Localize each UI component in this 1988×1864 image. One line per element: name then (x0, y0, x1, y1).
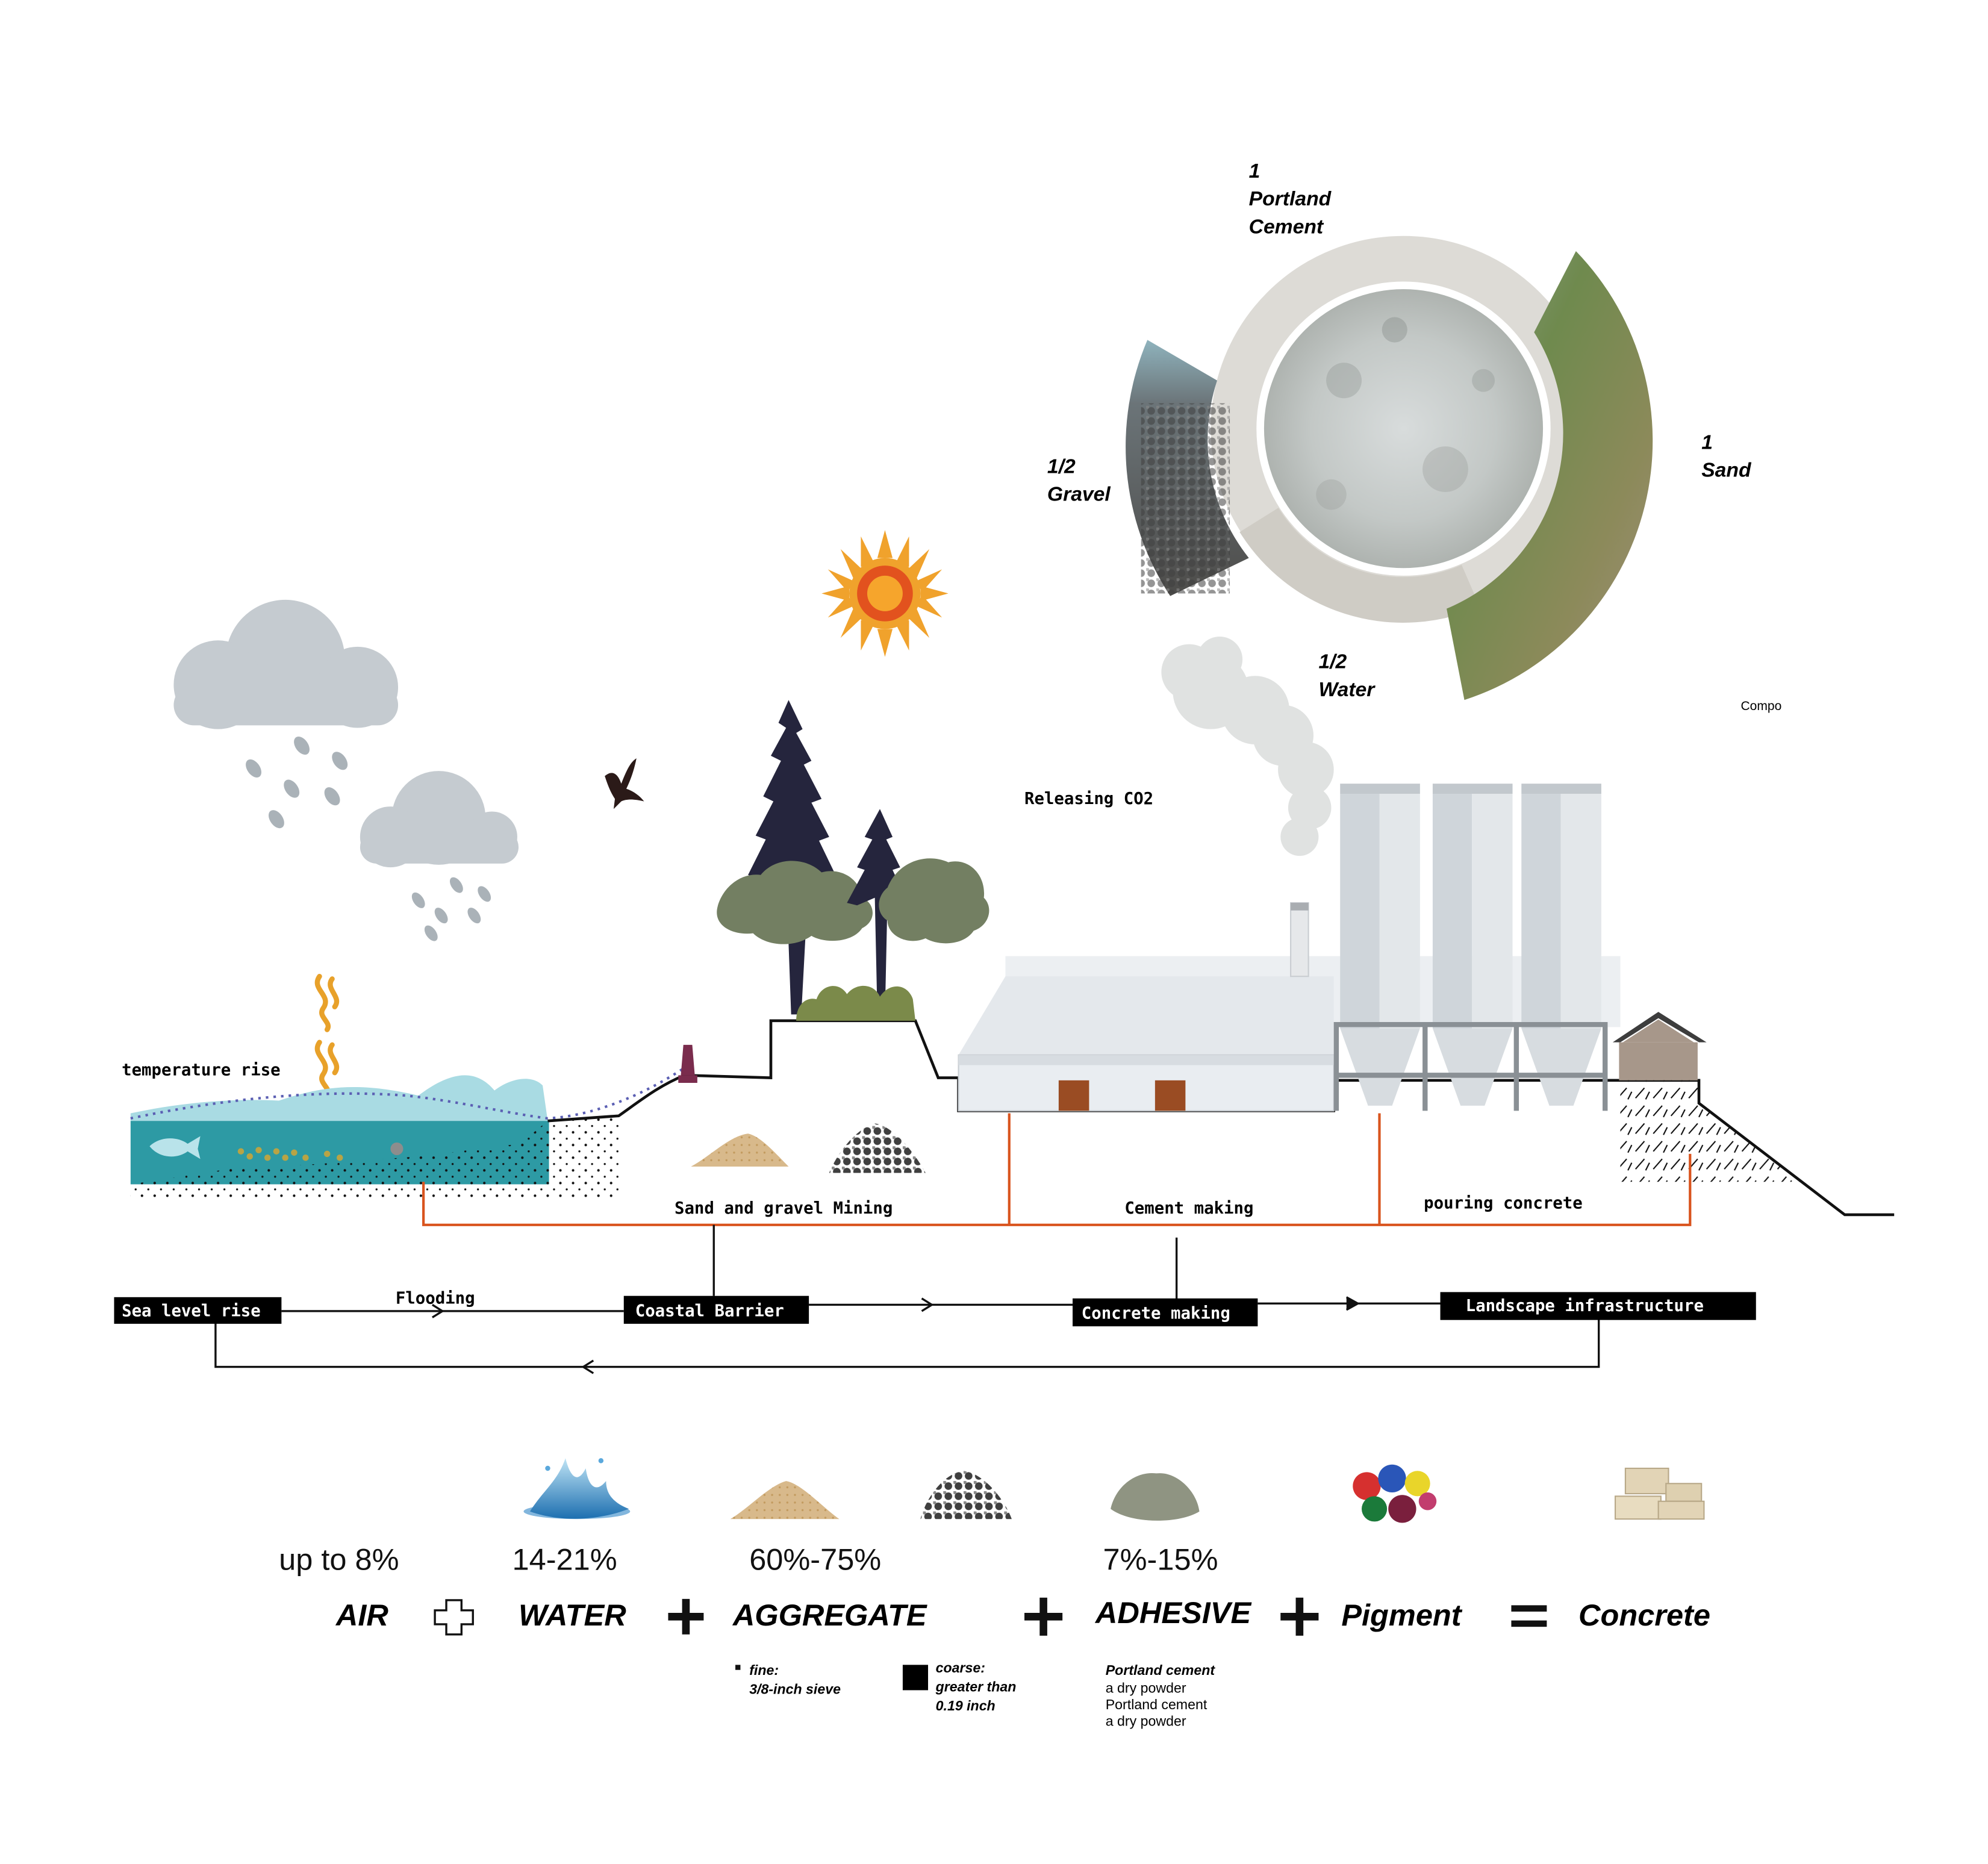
aggregate-percentage: 60%-75% (749, 1542, 881, 1576)
adhesive-percentage: 7%-15% (1103, 1542, 1218, 1576)
temperature-rise-label: temperature rise (122, 1061, 281, 1079)
plus-outline-icon (435, 1600, 473, 1635)
landscape-infrastructure-node: Landscape infrastructure (1441, 1292, 1756, 1320)
coastal-barrier-label: Coastal Barrier (635, 1301, 784, 1320)
silo-3 (1521, 784, 1601, 1106)
concrete-making-label: Concrete making (1082, 1304, 1230, 1323)
adhesive-notes: Portland cement a dry powder Portland ce… (1106, 1662, 1216, 1728)
cement-making-label: Cement making (1124, 1199, 1253, 1218)
silo-1 (1340, 784, 1420, 1106)
rain-cloud-small-icon (360, 771, 519, 867)
silo-2 (1433, 784, 1513, 1106)
equals-icon (1511, 1605, 1547, 1627)
adhesive-note-line: a dry powder (1106, 1680, 1186, 1696)
factory-door-right (1155, 1080, 1186, 1111)
forest (717, 700, 989, 1021)
sand-label: 1 Sand (1701, 431, 1752, 481)
flooding-label: Flooding (396, 1289, 475, 1308)
coastal-barrier-node: Coastal Barrier (624, 1296, 809, 1324)
shrubs-icon (796, 986, 915, 1021)
sea-section (131, 1068, 685, 1199)
recipe-terms: AIR WATER AGGREGATE ADHESIVE Pigment Con… (335, 1595, 1710, 1632)
silos (1336, 784, 1605, 1111)
house-icon (1613, 1012, 1707, 1080)
plus-icon (1024, 1598, 1062, 1636)
releasing-co2-label: Releasing CO2 (1024, 790, 1153, 808)
coarse-note: coarse: greater than 0.19 inch (935, 1660, 1020, 1713)
coarse-size-square (903, 1665, 928, 1690)
raindrops-small-icon (409, 875, 493, 944)
plus-icon (1280, 1598, 1318, 1636)
pine-tree-tall-icon (748, 700, 837, 1014)
factory-door-left (1059, 1080, 1089, 1111)
sun-icon (821, 530, 949, 657)
deciduous-tree-right-icon (879, 858, 989, 943)
landscape-infrastructure-label: Landscape infrastructure (1466, 1297, 1704, 1315)
air-percentage: up to 8% (279, 1542, 399, 1576)
sand-pile-icon (691, 1133, 788, 1167)
fill-soil-hatch (1620, 1080, 1800, 1182)
rain-cloud-large-icon (173, 600, 398, 729)
pouring-concrete-label: pouring concrete (1424, 1194, 1583, 1212)
sand-gravel-mining-label: Sand and gravel Mining (675, 1199, 893, 1218)
concrete-term: Concrete (1578, 1598, 1710, 1632)
aggregate-term: AGGREGATE (732, 1598, 927, 1632)
chimney (1291, 903, 1308, 976)
water-percentage: 14-21% (513, 1542, 617, 1576)
pigment-powders-icon (1353, 1465, 1436, 1523)
water-term: WATER (519, 1598, 626, 1632)
pigment-term: Pigment (1341, 1598, 1462, 1632)
concrete-making-node: Concrete making (1073, 1298, 1257, 1326)
wave-crests (131, 1075, 548, 1121)
raindrops-large-icon (243, 734, 351, 831)
plus-icon (668, 1599, 703, 1635)
marker-post-icon (678, 1045, 697, 1083)
recipe-sand-pile-icon (731, 1481, 840, 1519)
aggregate-notes: fine: 3/8-inch sieve coarse: greater tha… (735, 1660, 1020, 1713)
bird-icon (605, 758, 644, 809)
adhesive-term: ADHESIVE (1094, 1595, 1252, 1630)
gravel-label: 1/2 Gravel (1047, 455, 1111, 505)
air-term: AIR (335, 1598, 389, 1632)
smoke-plume (1161, 637, 1333, 856)
adhesive-note-line: a dry powder (1106, 1713, 1186, 1728)
water-label: 1/2 Water (1318, 651, 1376, 701)
fine-size-square (735, 1665, 740, 1669)
heat-waves-icon (317, 976, 337, 1096)
adhesive-note-title: Portland cement (1106, 1662, 1216, 1678)
concrete-blocks-icon (1615, 1468, 1704, 1519)
composition-ring (1126, 251, 1653, 700)
cement-powder-icon (1111, 1473, 1199, 1521)
recipe-gravel-pile-icon (920, 1471, 1012, 1519)
factory-roof (959, 976, 1334, 1055)
recipe-percentages: up to 8% 14-21% 60%-75% 7%-15% (279, 1542, 1218, 1576)
gravel-pile-icon (829, 1123, 926, 1173)
sea-level-rise-node: Sea level rise (114, 1297, 281, 1324)
sea-level-rise-label: Sea level rise (122, 1301, 261, 1320)
adhesive-note-line: Portland cement (1106, 1697, 1207, 1712)
portland-cement-label: 1 Portland Cement (1249, 160, 1337, 238)
fine-note: fine: 3/8-inch sieve (749, 1662, 841, 1697)
composition-caption: Compo (1740, 699, 1781, 713)
water-splash-icon (523, 1458, 630, 1519)
